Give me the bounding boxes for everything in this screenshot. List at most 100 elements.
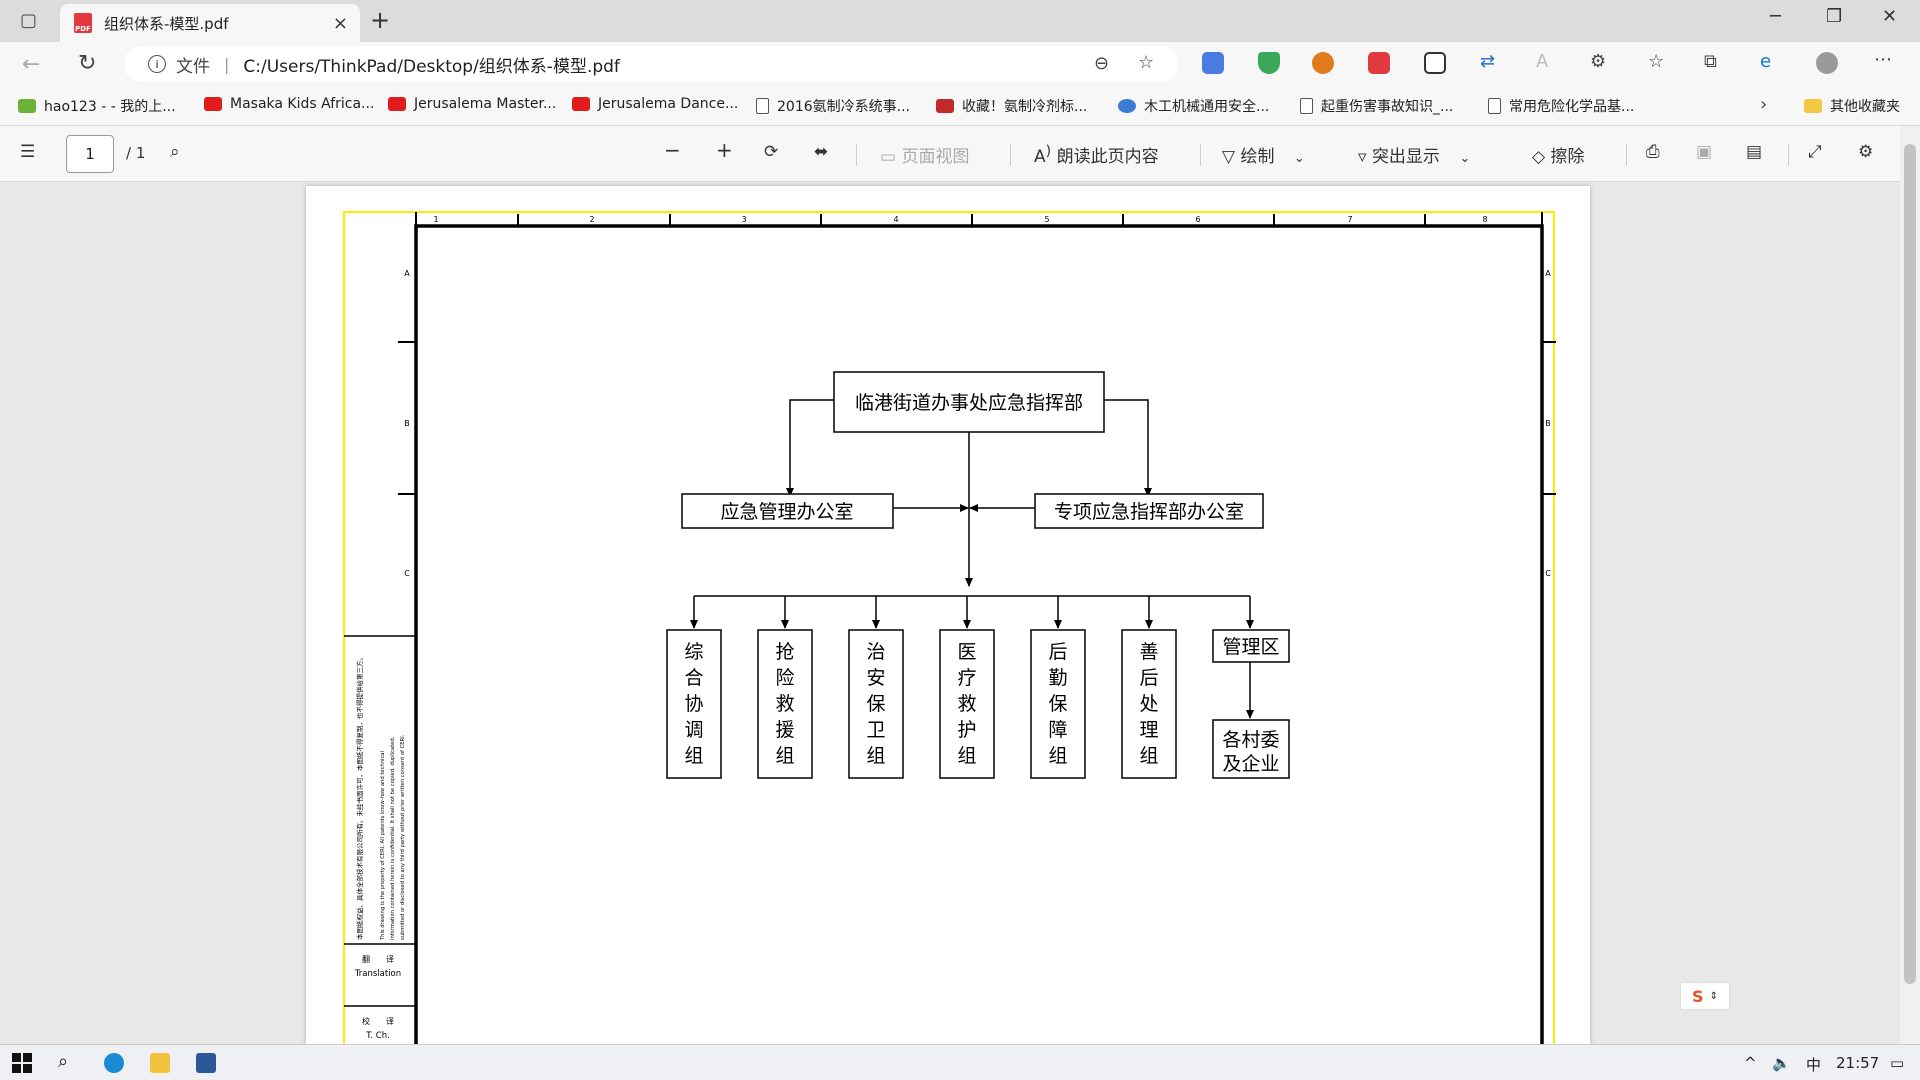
file-explorer-icon[interactable] <box>150 1053 170 1073</box>
highlight-button[interactable]: ▿ 突出显示 ⌄ <box>1358 147 1471 167</box>
toolbar-divider <box>1200 144 1201 166</box>
profile-avatar[interactable] <box>1816 52 1838 74</box>
erase-label: 擦除 <box>1550 147 1585 167</box>
back-arrow-icon[interactable]: ← <box>22 52 41 77</box>
favorite-star-icon[interactable]: ☆ <box>1138 52 1155 73</box>
browser-tab[interactable]: PDF 组织体系-模型.pdf × <box>60 4 360 42</box>
address-bar-row: ← ↻ i 文件 | C:/Users/ThinkPad/Desktop/组织体… <box>0 42 1920 86</box>
other-favorites[interactable]: 其他收藏夹 <box>1804 96 1900 116</box>
bookmark-item[interactable]: 2016氨制冷系统事... <box>756 96 910 116</box>
bookmarks-bar: hao123 - - 我的上... Masaka Kids Africa... … <box>0 86 1920 126</box>
save-as-icon[interactable]: ▤ <box>1746 142 1763 162</box>
edge-bar-icon[interactable]: e <box>1760 51 1772 72</box>
collections-icon[interactable]: ⧉ <box>1704 51 1717 72</box>
bookmark-item[interactable]: 起重伤害事故知识_... <box>1300 96 1453 116</box>
bookmark-item[interactable]: Jerusalema Dance... <box>572 96 738 112</box>
more-menu-icon[interactable]: ⋯ <box>1874 49 1892 70</box>
save-icon[interactable]: ▣ <box>1696 142 1713 162</box>
column-number: 4 <box>893 215 898 224</box>
sync-icon[interactable]: ⇄ <box>1480 51 1496 72</box>
rotate-icon[interactable]: ⟳ <box>764 142 779 162</box>
chevron-right-icon[interactable]: › <box>1760 94 1768 115</box>
shield-extension-icon[interactable] <box>1258 52 1280 74</box>
clock[interactable]: 21:57 <box>1836 1054 1880 1072</box>
sheet-outer-border <box>343 211 1555 1044</box>
notification-icon[interactable]: ▭ <box>1890 1054 1905 1072</box>
contents-icon[interactable]: ☰ <box>20 142 36 162</box>
info-icon[interactable]: i <box>148 55 166 73</box>
settings-gear-icon[interactable]: ⚙ <box>1858 142 1874 162</box>
toolbar-divider <box>1626 144 1627 166</box>
bookmark-item[interactable]: hao123 - - 我的上... <box>18 96 176 116</box>
fit-width-icon[interactable]: ⬌ <box>814 142 829 162</box>
tab-close-button[interactable]: × <box>332 12 348 34</box>
zoom-icon[interactable]: ⊖ <box>1094 53 1110 74</box>
bookmark-label: Jerusalema Master... <box>414 96 557 112</box>
ime-mode[interactable]: 中 <box>1806 1056 1822 1074</box>
search-icon[interactable]: ⌕ <box>58 1051 69 1072</box>
red-extension-icon[interactable] <box>1368 52 1390 74</box>
org-boxes <box>666 371 1290 779</box>
bookmark-item[interactable]: Jerusalema Master... <box>388 96 556 112</box>
column-number: 3 <box>741 215 746 224</box>
print-icon[interactable]: ⎙ <box>1646 142 1660 162</box>
zoom-in-button[interactable]: + <box>716 138 733 162</box>
volume-icon[interactable]: 🔈 <box>1772 1054 1791 1072</box>
extensions-icon[interactable]: ⚙ <box>1590 51 1607 72</box>
fullscreen-icon[interactable]: ⤢ <box>1808 142 1822 162</box>
page-view-label: 页面视图 <box>901 147 970 167</box>
url-text[interactable]: C:/Users/ThinkPad/Desktop/组织体系-模型.pdf <box>243 56 620 77</box>
bookmark-item[interactable]: 收藏！氨制冷剂标... <box>936 96 1087 116</box>
globe-icon <box>1118 99 1136 113</box>
group-box-label: 综合协调组 <box>684 641 703 767</box>
minimize-button[interactable]: ─ <box>1770 6 1781 27</box>
tray-chevron-icon[interactable]: ^ <box>1744 1054 1757 1072</box>
favorites-icon[interactable]: ☆ <box>1648 51 1665 72</box>
edge-taskbar-icon[interactable] <box>104 1053 124 1073</box>
page-number-input[interactable]: 1 <box>66 135 114 173</box>
address-bar[interactable]: i 文件 | C:/Users/ThinkPad/Desktop/组织体系-模型… <box>124 46 1178 82</box>
side-note-cn: 本图纸权益、具体全部技术有限公司所有。未经书面许可，本图纸不得复制，也不得提供给… <box>355 654 364 940</box>
bookmark-item[interactable]: 木工机械通用安全... <box>1118 96 1269 116</box>
ime-toggle-icon[interactable]: ⇕ <box>1709 990 1718 1002</box>
refresh-icon[interactable]: ↻ <box>78 51 97 76</box>
word-icon[interactable] <box>196 1053 216 1073</box>
vertical-scrollbar[interactable] <box>1900 126 1920 1044</box>
chevron-down-icon[interactable]: ⌄ <box>1459 151 1471 166</box>
group-box-label: 抢险救援组 <box>775 641 794 767</box>
youtube-icon <box>388 97 406 111</box>
windows-start-icon[interactable] <box>12 1053 32 1073</box>
erase-button[interactable]: ◇ 擦除 <box>1532 147 1585 167</box>
close-window-button[interactable]: ✕ <box>1882 6 1898 27</box>
bookmark-item[interactable]: Masaka Kids Africa... <box>204 96 374 112</box>
fox-extension-icon[interactable] <box>1312 52 1334 74</box>
pdf-viewer[interactable]: 1 2 3 4 5 6 7 8 A B C A B C <box>0 182 1920 1044</box>
folder-icon <box>1804 99 1822 113</box>
search-icon[interactable]: ⌕ <box>170 142 180 162</box>
pdf-page: 1 2 3 4 5 6 7 8 A B C A B C <box>306 186 1590 1044</box>
chevron-down-icon[interactable]: ⌄ <box>1293 151 1305 166</box>
group-box-label: 医疗救护组 <box>957 641 976 767</box>
translate-extension-icon[interactable] <box>1202 52 1224 74</box>
bookmark-label: Masaka Kids Africa... <box>230 96 375 112</box>
read-aloud-button[interactable]: A) 朗读此页内容 <box>1034 143 1159 167</box>
page-view-button[interactable]: ▭ 页面视图 <box>880 147 970 167</box>
pip-icon[interactable] <box>1424 52 1446 74</box>
translation-cn: 翻 译 <box>362 955 394 964</box>
bookmark-label: 2016氨制冷系统事... <box>777 99 910 115</box>
site-icon <box>936 99 954 113</box>
draw-button[interactable]: ▽ 绘制 ⌄ <box>1222 147 1305 167</box>
ime-indicator[interactable]: S⇕ <box>1680 982 1730 1010</box>
zoom-out-button[interactable]: − <box>664 138 681 162</box>
scrollbar-thumb[interactable] <box>1904 144 1916 984</box>
bookmark-label: 木工机械通用安全... <box>1144 99 1270 115</box>
sidebar-toggle-icon[interactable]: ▢ <box>20 10 38 31</box>
org-connectors <box>690 399 1254 719</box>
bookmark-label: 常用危险化学品基... <box>1509 99 1635 115</box>
read-icon[interactable]: A <box>1536 51 1549 72</box>
bookmark-item[interactable]: 常用危险化学品基... <box>1488 96 1634 116</box>
hao123-icon <box>18 99 36 113</box>
maximize-button[interactable]: ❐ <box>1826 6 1843 27</box>
new-tab-button[interactable]: + <box>370 6 391 34</box>
